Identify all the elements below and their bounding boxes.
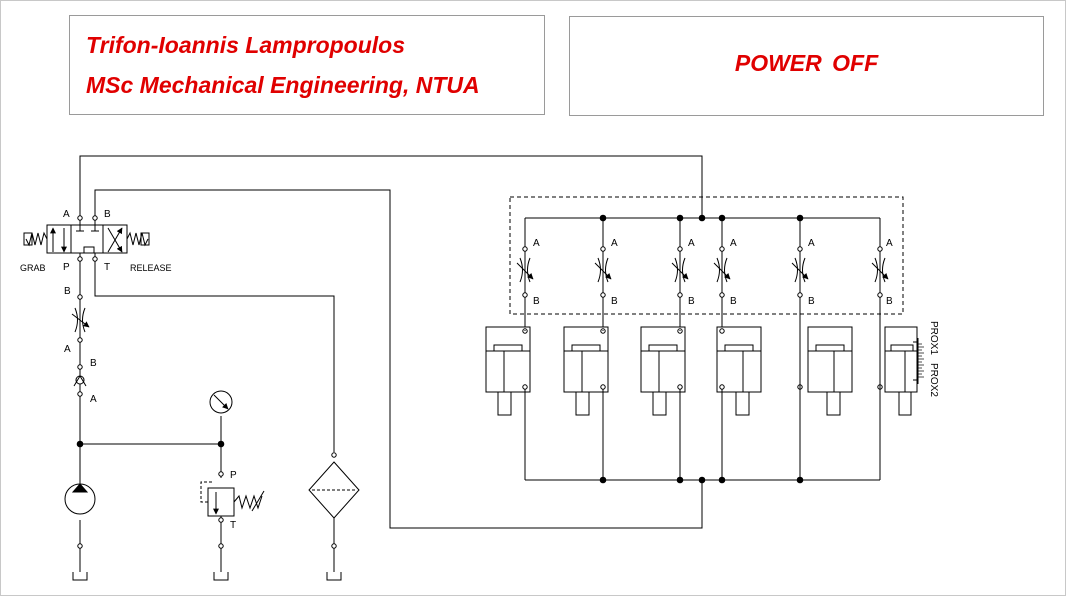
directional-valve bbox=[23, 214, 150, 262]
flow-control-valves bbox=[516, 218, 889, 330]
valve-labels: A B P T GRAB RELEASE bbox=[20, 209, 172, 273]
relief-valve bbox=[200, 471, 265, 523]
relief-port-t-label: T bbox=[230, 520, 236, 531]
fc2-port-a: A bbox=[611, 238, 618, 249]
prox2-label: PROX2 bbox=[928, 363, 939, 397]
fc3-port-b: B bbox=[688, 296, 695, 307]
fc2-port-b: B bbox=[611, 296, 618, 307]
tank-symbols bbox=[72, 543, 342, 581]
check-port-b-label: B bbox=[90, 358, 97, 369]
fc3-port-a: A bbox=[688, 238, 695, 249]
valve-port-a-label: A bbox=[63, 209, 70, 220]
valve-port-t-label: T bbox=[104, 262, 110, 273]
flow-control-manifold-box bbox=[509, 196, 904, 315]
fc1-port-b: B bbox=[533, 296, 540, 307]
prox1-label: PROX1 bbox=[928, 321, 939, 355]
pressure-gauge bbox=[209, 390, 233, 414]
power-status-label: POWER OFF bbox=[734, 50, 879, 76]
check-valve bbox=[73, 364, 87, 397]
junction-dots bbox=[76, 214, 804, 484]
relief-port-p-label: P bbox=[230, 470, 237, 481]
fc4-port-b: B bbox=[730, 296, 737, 307]
fc6-port-b: B bbox=[886, 296, 893, 307]
flow-port-a-label: A bbox=[64, 344, 71, 355]
supply-line-labels: B A B A bbox=[64, 286, 97, 405]
fc1-port-a: A bbox=[533, 238, 540, 249]
flow-control-labels: A B A B A B A B A B A B bbox=[533, 238, 893, 307]
valve-port-p-label: P bbox=[63, 262, 70, 273]
cylinder-connectors bbox=[524, 330, 881, 480]
grab-label: GRAB bbox=[20, 263, 46, 273]
supply-flow-control bbox=[71, 294, 90, 343]
hydraulic-cylinders bbox=[485, 326, 924, 480]
pump bbox=[64, 478, 96, 515]
release-label: RELEASE bbox=[130, 263, 172, 273]
author-info-box: Trifon-Ioannis Lampropoulos MSc Mechanic… bbox=[69, 15, 545, 115]
check-port-a-label: A bbox=[90, 394, 97, 405]
author-degree: MSc Mechanical Engineering, NTUA bbox=[86, 72, 480, 98]
sensor-labels: PROX1 PROX2 bbox=[928, 321, 939, 397]
valve-port-b-label: B bbox=[104, 209, 111, 220]
fc5-port-a: A bbox=[808, 238, 815, 249]
author-name: Trifon-Ioannis Lampropoulos bbox=[86, 32, 406, 58]
fc4-port-a: A bbox=[730, 238, 737, 249]
power-status-box: POWER OFF bbox=[569, 16, 1044, 116]
fc6-port-a: A bbox=[886, 238, 893, 249]
filter bbox=[308, 452, 360, 549]
fc5-port-b: B bbox=[808, 296, 815, 307]
relief-labels: P T bbox=[230, 470, 237, 531]
flow-port-b-label: B bbox=[64, 286, 71, 297]
